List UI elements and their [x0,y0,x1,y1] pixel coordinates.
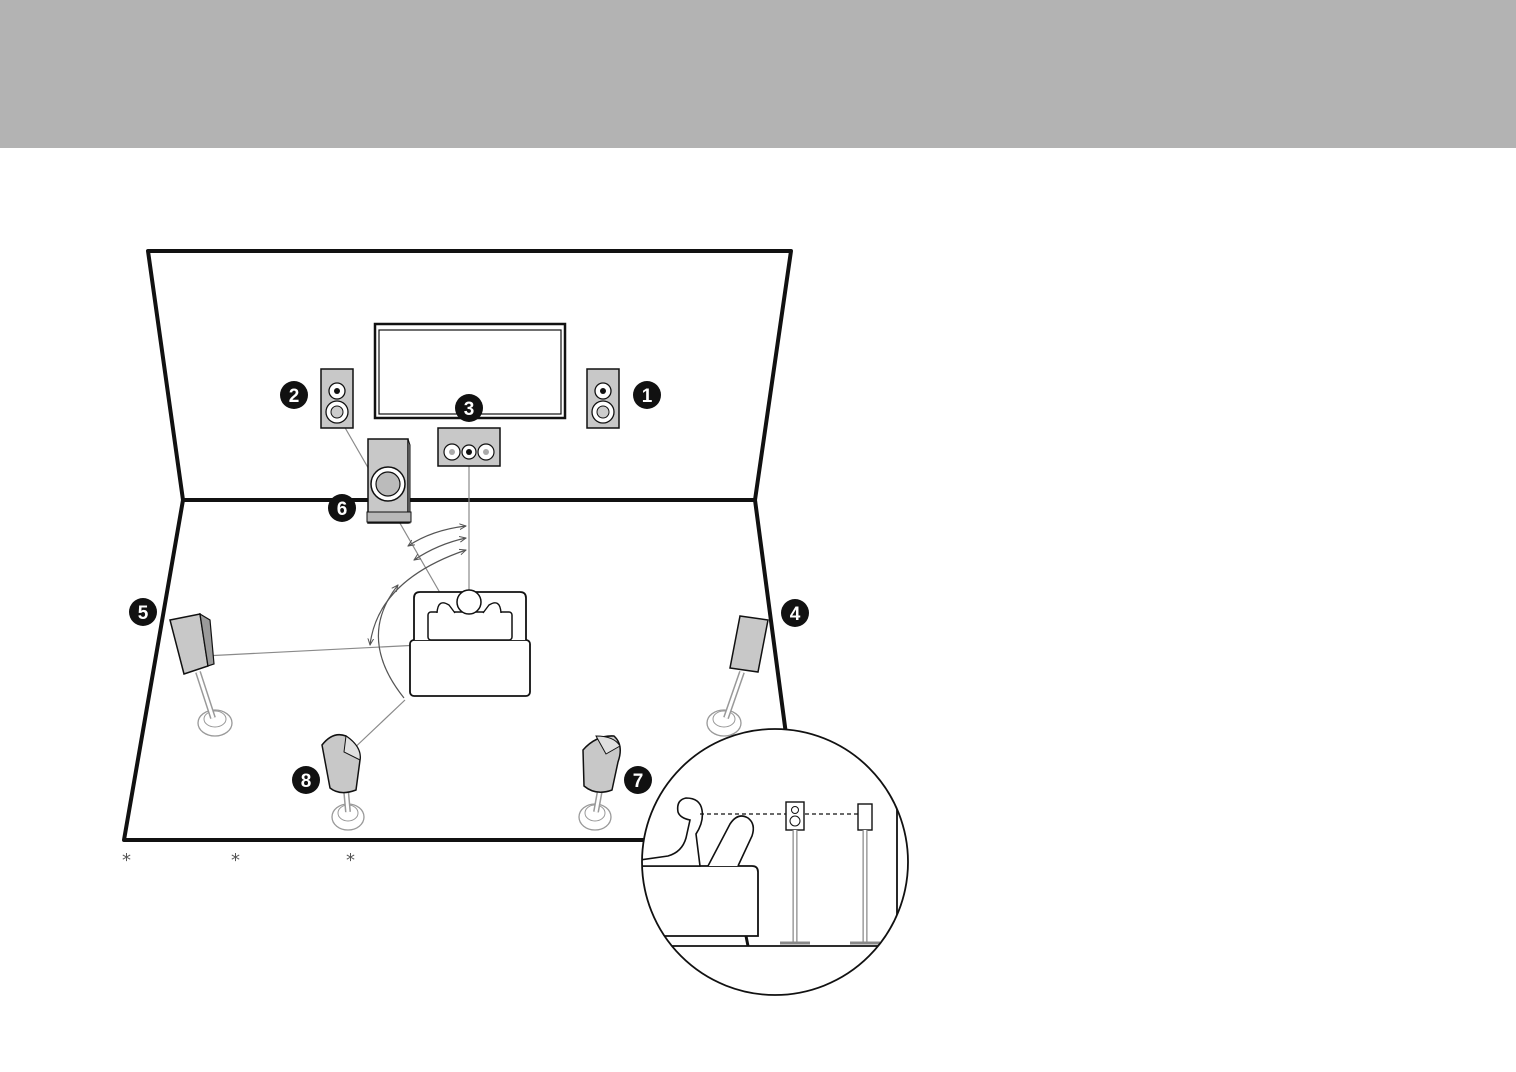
badge-3: 3 [455,394,483,422]
listener-sofa-icon [409,589,531,697]
speaker-badges: 1 2 3 4 5 6 7 8 [129,381,809,794]
surround-right-speaker-icon [706,614,769,737]
front-right-speaker-icon [586,368,620,429]
svg-text:3: 3 [464,399,475,420]
footnote-asterisk-3: * [346,850,355,871]
sofa-side [642,865,759,937]
badge-8: 8 [292,766,320,794]
side-view-speaker-front [780,801,810,945]
side-view-speaker-side [850,803,880,945]
footnote-asterisk-2: * [231,850,240,871]
center-speaker-icon [437,427,501,467]
svg-text:8: 8 [301,771,312,792]
header-band [0,0,1516,148]
svg-text:2: 2 [289,386,300,407]
front-left-speaker-icon [320,368,354,429]
listener-side [642,797,704,867]
svg-text:4: 4 [790,604,801,625]
badge-2: 2 [280,381,308,409]
badge-7: 7 [624,766,652,794]
surround-left-speaker-icon [169,612,233,737]
surround-back-right-speaker-icon [578,735,621,831]
side-view-inset [641,728,909,996]
svg-text:6: 6 [337,499,348,520]
footnote-asterisk-1: * [122,850,131,871]
svg-text:7: 7 [633,771,644,792]
badge-1: 1 [633,381,661,409]
badge-6: 6 [328,494,356,522]
badge-4: 4 [781,599,809,627]
subwoofer-icon [366,438,412,524]
surround-back-left-speaker-icon [321,733,365,831]
svg-text:5: 5 [138,603,149,624]
svg-text:1: 1 [642,386,653,407]
badge-5: 5 [129,598,157,626]
